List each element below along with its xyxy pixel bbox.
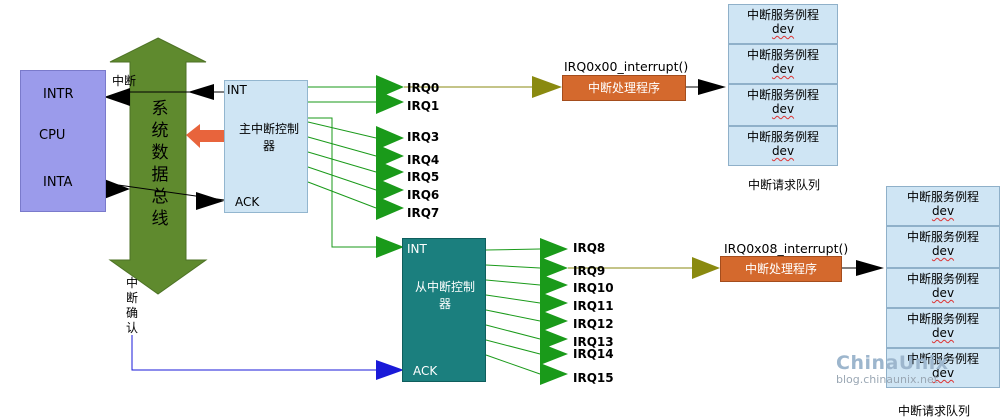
- irq-label: IRQ4: [407, 153, 440, 167]
- irq-label: IRQ3: [407, 130, 440, 144]
- handler-func-top: IRQ0x00_interrupt(): [564, 59, 689, 74]
- int-to-cpu-arrow: [104, 88, 130, 106]
- handler-box-top: 中断处理程序: [562, 75, 686, 101]
- inta-arrow: [104, 179, 130, 199]
- bus-to-pic-arrow: [186, 124, 224, 148]
- slave-pic-title: 从中断控制器: [415, 280, 476, 311]
- master-int-label: INT: [227, 83, 247, 97]
- irq-label: IRQ15: [573, 371, 614, 385]
- ack-arrow: [196, 192, 224, 210]
- system-bus-label: 系统数据总线: [151, 99, 169, 229]
- irq-label: IRQ10: [573, 281, 614, 295]
- irq-label: IRQ5: [407, 170, 440, 184]
- master-pic-title: 主中断控制器: [239, 122, 300, 153]
- slave-int-label: INT: [407, 242, 427, 256]
- slave-irq-arrows: [540, 238, 568, 385]
- handler-func-bottom: IRQ0x08_interrupt(): [724, 241, 849, 256]
- master-irq-arrows: [376, 75, 404, 258]
- handler-queue-arrow-bottom: [856, 260, 884, 276]
- irq-label: IRQ11: [573, 299, 614, 313]
- queue-caption-top: 中断请求队列: [748, 178, 821, 192]
- irq-label: IRQ7: [407, 206, 440, 220]
- watermark-brand: ChinaUnix: [836, 352, 949, 374]
- irq-label: IRQ1: [407, 99, 440, 113]
- handler-queue-arrow-top: [698, 79, 726, 95]
- watermark-url: blog.chinaunix.net: [836, 373, 939, 386]
- irq-label: IRQ0: [407, 81, 440, 95]
- irq0-handler-arrow: [532, 76, 562, 98]
- irq-label: IRQ9: [573, 264, 606, 278]
- irq-label: IRQ8: [573, 241, 606, 255]
- slave-ack-arrow: [376, 360, 404, 380]
- cpu-box: INTR CPU INTA: [20, 70, 106, 212]
- master-ack-label: ACK: [235, 195, 260, 209]
- queue-caption-bottom: 中断请求队列: [898, 404, 971, 418]
- irq-label: IRQ13: [573, 335, 614, 349]
- system-bus-arrow: [108, 37, 208, 295]
- irq-label: IRQ6: [407, 188, 440, 202]
- intr-label: INTR: [43, 87, 74, 102]
- slave-pic: INT 从中断控制器 ACK: [402, 238, 486, 382]
- interrupt-label: 中断: [112, 74, 137, 88]
- int-to-bus-arrow: [188, 84, 214, 100]
- interrupt-ack-label: 中断确认: [125, 276, 138, 335]
- handler-box-bottom: 中断处理程序: [720, 256, 842, 282]
- watermark: ChinaUnix blog.chinaunix.net: [836, 352, 949, 386]
- inta-label: INTA: [43, 175, 73, 190]
- irq-label: IRQ14: [573, 347, 614, 361]
- slave-ack-label: ACK: [413, 364, 438, 378]
- cpu-label: CPU: [39, 128, 66, 143]
- irq9-handler-arrow: [692, 257, 720, 279]
- master-pic: INT 主中断控制器 ACK: [224, 80, 308, 213]
- irq-label: IRQ12: [573, 317, 614, 331]
